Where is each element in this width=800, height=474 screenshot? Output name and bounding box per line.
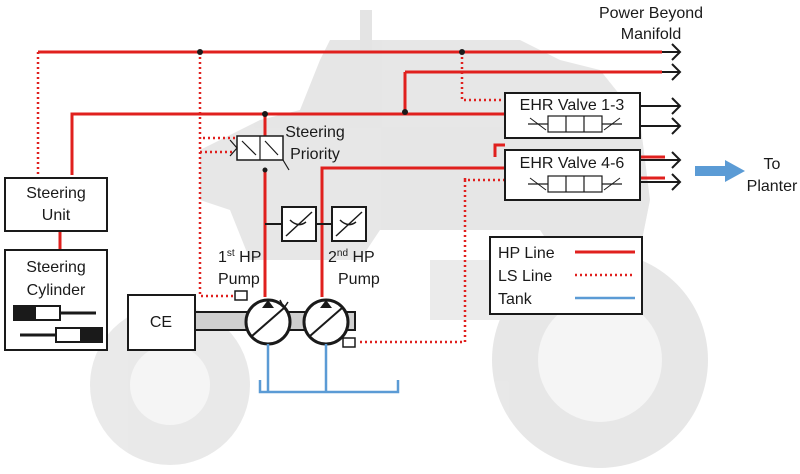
ehr-valve-4-6: EHR Valve 4-6 (504, 149, 641, 201)
manifold-connectors (640, 43, 682, 191)
pump-1-word: Pump (218, 271, 260, 288)
legend: HP Line LS Line Tank (489, 236, 643, 315)
pump-1-title: 1st HP (218, 248, 261, 266)
steering-unit-box: Steering Unit (4, 177, 108, 232)
legend-hp-label: HP Line (498, 245, 555, 262)
pump-1 (244, 298, 292, 346)
steering-unit-label-2: Unit (42, 207, 71, 224)
legend-tank-label: Tank (498, 291, 533, 308)
steering-cylinder-label-2: Cylinder (27, 282, 86, 299)
steering-unit-label-1: Steering (26, 185, 86, 202)
steering-priority-label-1: Steering (285, 124, 345, 141)
ehr-valve-2-label: EHR Valve 4-6 (520, 155, 625, 172)
pump-2 (302, 298, 350, 346)
steering-priority-label-2: Priority (290, 146, 340, 163)
ce-label: CE (150, 314, 172, 331)
to-label: To (764, 156, 781, 173)
ce-box: CE (127, 294, 196, 351)
steering-cylinder-box: Steering Cylinder (4, 249, 108, 351)
ls-sensors (234, 290, 356, 348)
power-beyond-label: Power Beyond (599, 5, 703, 22)
manifold-label: Manifold (621, 26, 681, 43)
junction-dots (197, 49, 465, 117)
tank-lines (258, 344, 400, 394)
planter-label: Planter (747, 178, 798, 195)
to-planter-arrow (695, 160, 745, 182)
filter-boxes (265, 206, 367, 242)
pump-2-title: 2nd HP (328, 248, 375, 266)
ls-lines (36, 50, 662, 344)
ehr-valve-1-3: EHR Valve 1-3 (504, 92, 641, 139)
ehr-valve-1-label: EHR Valve 1-3 (520, 97, 625, 114)
steering-priority-valve (229, 135, 290, 173)
steering-cylinder-label-1: Steering (26, 259, 86, 276)
pump-2-word: Pump (338, 271, 380, 288)
legend-ls-label: LS Line (498, 268, 552, 285)
